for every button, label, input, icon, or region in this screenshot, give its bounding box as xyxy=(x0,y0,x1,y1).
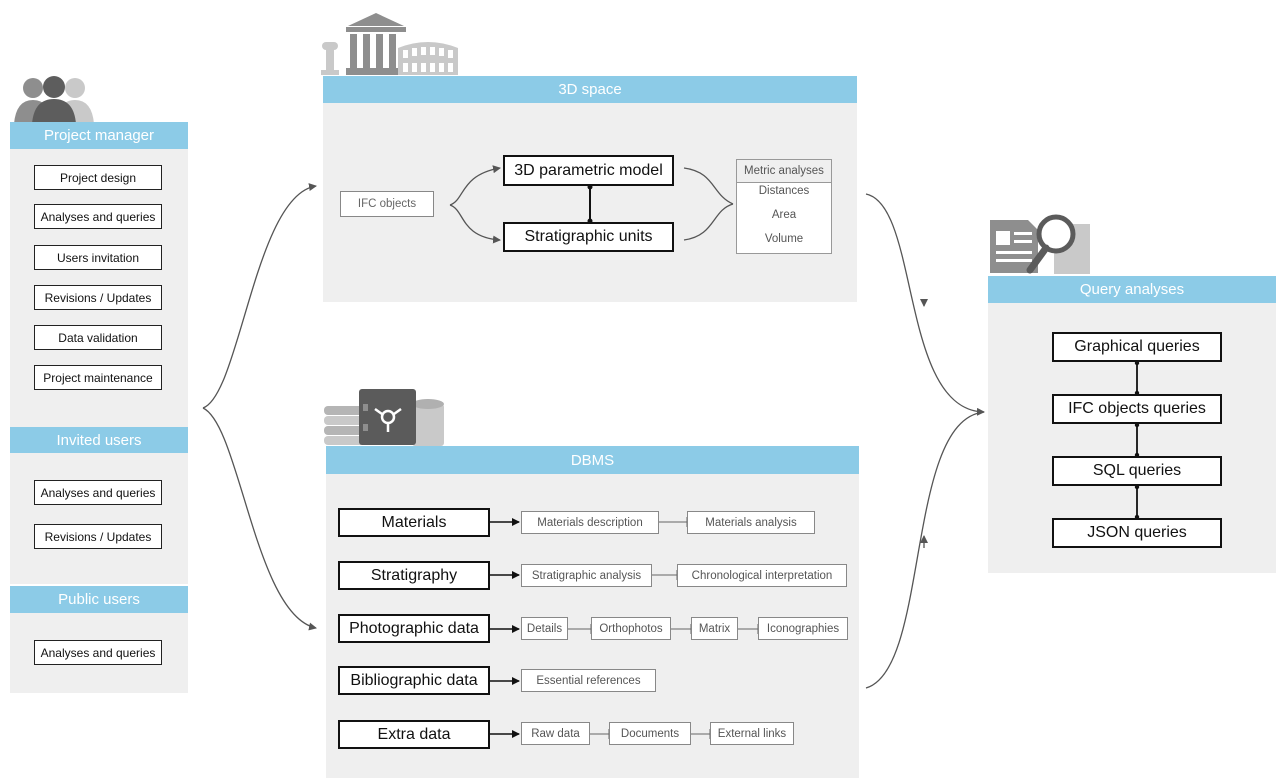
dbms-sub-materials-analysis: Materials analysis xyxy=(687,511,815,534)
metric-item-volume: Volume xyxy=(764,233,804,245)
dbms-row-stratigraphy: Stratigraphy xyxy=(338,561,490,590)
invited-users-header: Invited users xyxy=(10,427,188,453)
metric-item-distances: Distances xyxy=(758,185,810,197)
dbms-sub-stratigraphic-analysis: Stratigraphic analysis xyxy=(521,564,652,587)
query-header: Query analyses xyxy=(988,276,1276,303)
safe-icon xyxy=(359,389,416,445)
dbms-sub-essential-references: Essential references xyxy=(521,669,656,692)
invited-item-analyses-queries: Analyses and queries xyxy=(34,480,162,505)
stratigraphic-units-box: Stratigraphic units xyxy=(503,222,674,252)
document-icon xyxy=(990,220,1038,273)
invited-item-revisions-updates: Revisions / Updates xyxy=(34,524,162,549)
query-json: JSON queries xyxy=(1052,518,1222,548)
dbms-sub-matrix: Matrix xyxy=(691,617,738,640)
dbms-sub-external-links: External links xyxy=(710,722,794,745)
dbms-sub-documents: Documents xyxy=(609,722,691,745)
pm-item-project-maintenance: Project maintenance xyxy=(34,365,162,390)
public-item-analyses-queries: Analyses and queries xyxy=(34,640,162,665)
dbms-sub-details: Details xyxy=(521,617,568,640)
dbms-sub-materials-description: Materials description xyxy=(521,511,659,534)
query-ifc-objects: IFC objects queries xyxy=(1052,394,1222,424)
dbms-sub-orthophotos: Orthophotos xyxy=(591,617,671,640)
magnifier-icon xyxy=(1026,214,1090,274)
pm-item-revisions-updates: Revisions / Updates xyxy=(34,285,162,310)
monument-icon xyxy=(321,13,406,75)
query-graphical: Graphical queries xyxy=(1052,332,1222,362)
users-icon xyxy=(14,76,94,124)
colosseum-icon xyxy=(398,42,458,75)
public-users-header: Public users xyxy=(10,586,188,613)
dbms-row-materials: Materials xyxy=(338,508,490,537)
parametric-model-box: 3D parametric model xyxy=(503,155,674,186)
dbms-row-photographic-data: Photographic data xyxy=(338,614,490,643)
dbms-row-extra-data: Extra data xyxy=(338,720,490,749)
ifc-objects-box: IFC objects xyxy=(340,191,434,217)
metric-analyses-title: Metric analyses xyxy=(737,160,831,183)
space3d-header: 3D space xyxy=(323,76,857,103)
project-manager-header: Project manager xyxy=(10,122,188,149)
pm-item-data-validation: Data validation xyxy=(34,325,162,350)
pm-item-project-design: Project design xyxy=(34,165,162,190)
metric-item-area: Area xyxy=(771,209,797,221)
dbms-header: DBMS xyxy=(326,446,859,474)
query-sql: SQL queries xyxy=(1052,456,1222,486)
dbms-sub-iconographies: Iconographies xyxy=(758,617,848,640)
dbms-sub-chronological-interpretation: Chronological interpretation xyxy=(677,564,847,587)
dbms-row-bibliographic-data: Bibliographic data xyxy=(338,666,490,695)
metric-analyses-box: Metric analyses Distances Area Volume xyxy=(736,159,832,254)
pm-item-analyses-queries: Analyses and queries xyxy=(34,204,162,229)
database-icon xyxy=(324,399,444,446)
invited-users-panel xyxy=(10,451,188,584)
pm-item-users-invitation: Users invitation xyxy=(34,245,162,270)
dbms-sub-raw-data: Raw data xyxy=(521,722,590,745)
